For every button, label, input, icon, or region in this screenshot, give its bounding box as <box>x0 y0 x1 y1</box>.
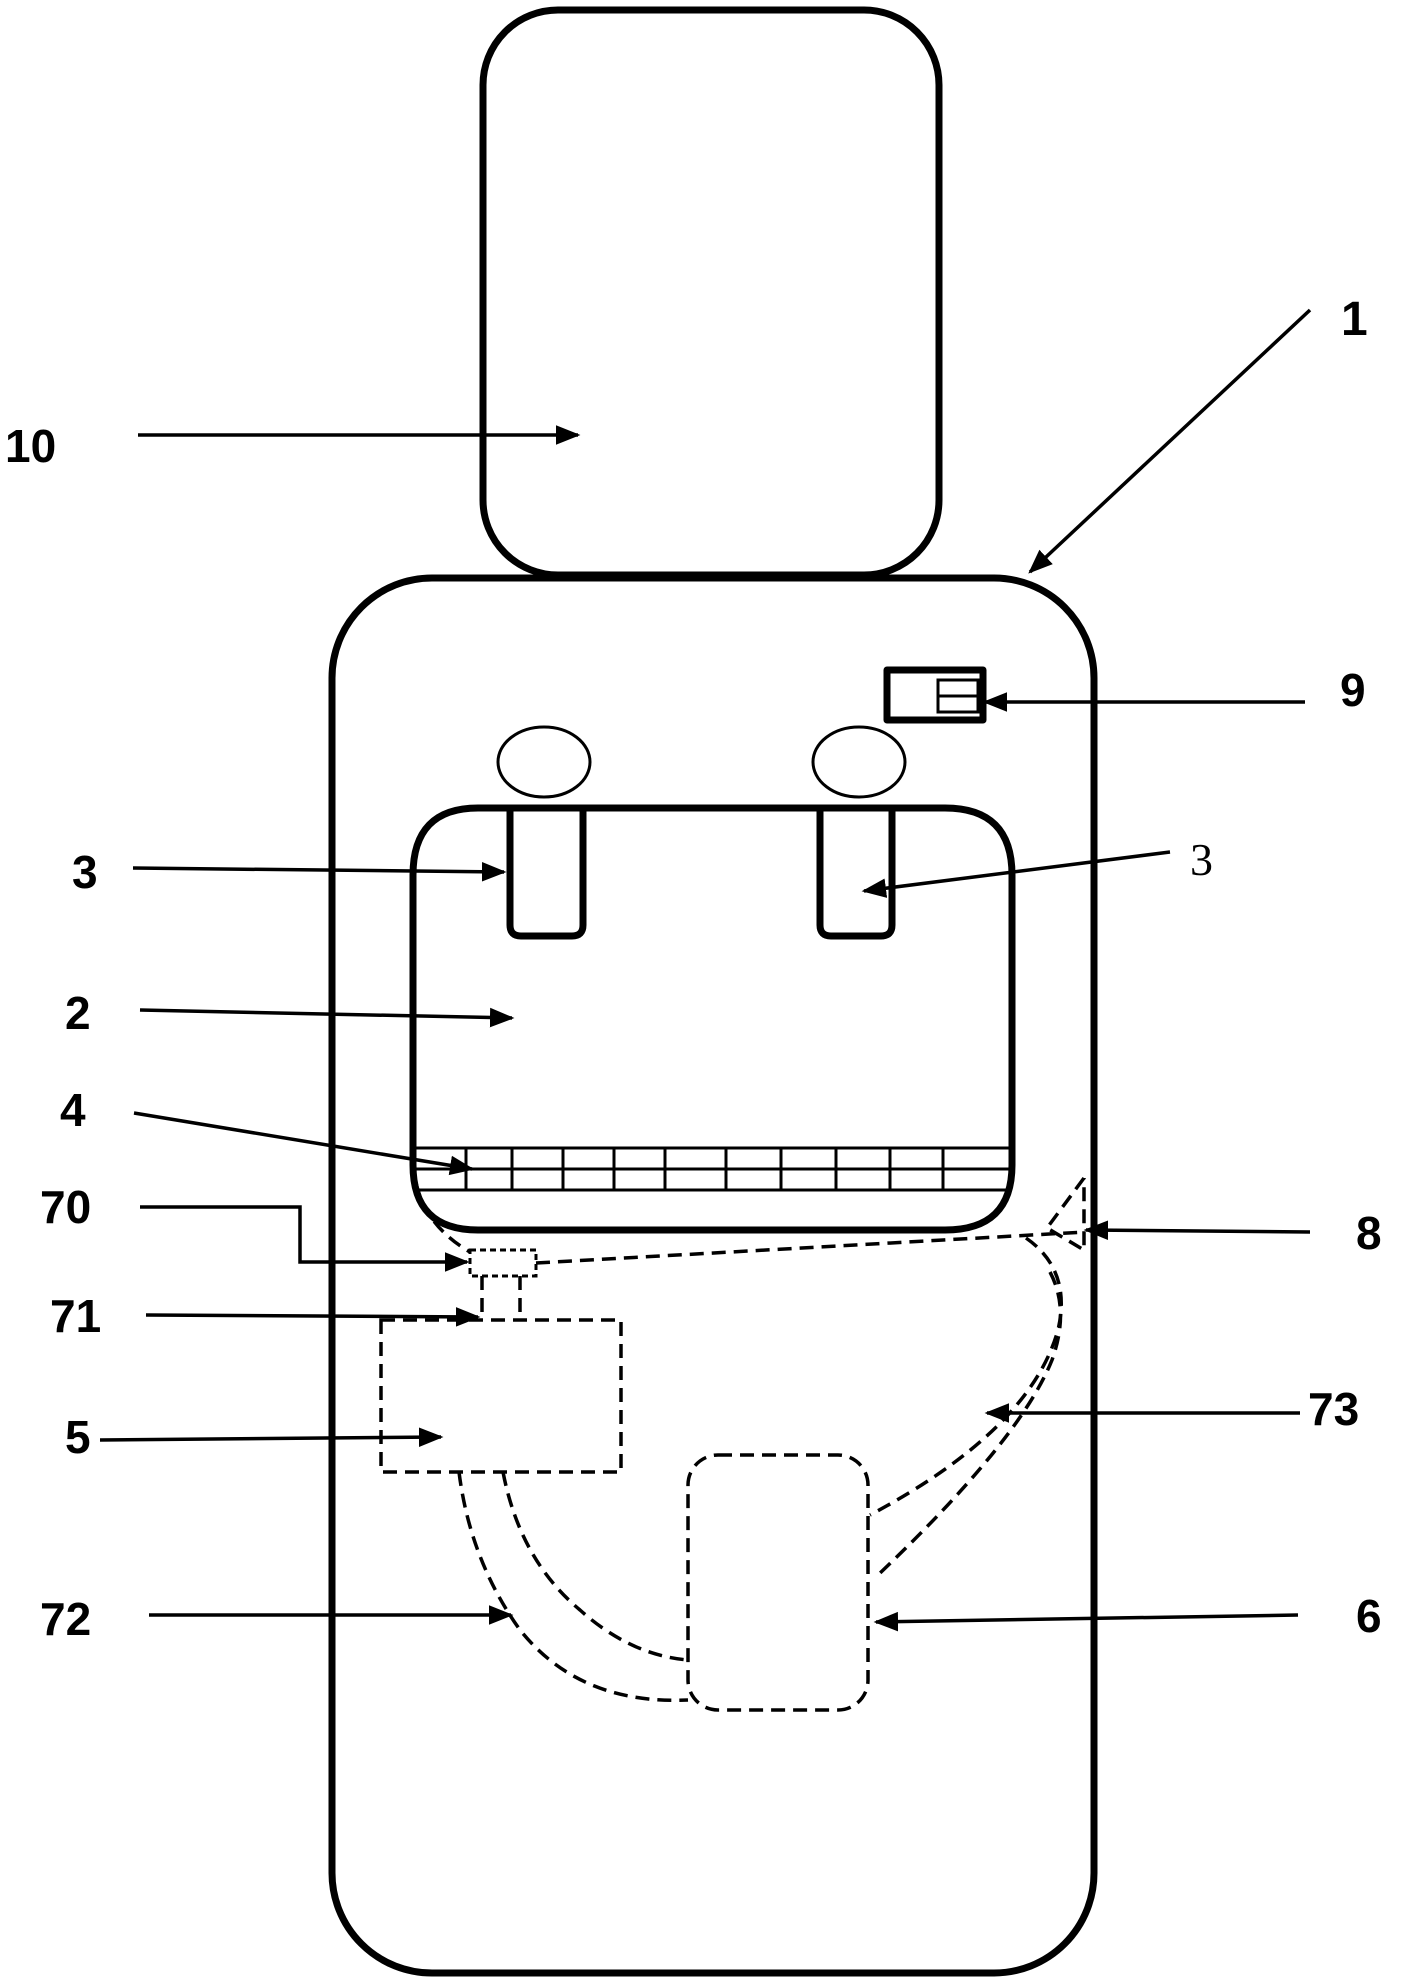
label-4: 4 <box>60 1084 86 1136</box>
label-6: 6 <box>1356 1590 1382 1642</box>
label-3-right: 3 <box>1190 834 1213 885</box>
label-73: 73 <box>1308 1383 1359 1435</box>
left-knob <box>496 725 592 799</box>
leader-arrows <box>99 308 1312 1632</box>
label-70: 70 <box>40 1181 91 1233</box>
label-8: 8 <box>1356 1207 1382 1259</box>
tank-box <box>686 1453 870 1712</box>
water-bottle <box>479 6 943 579</box>
dispenser-body <box>328 574 1098 1977</box>
label-2: 2 <box>65 987 91 1039</box>
reservoir-box <box>379 1318 623 1474</box>
dispensing-recess <box>409 804 1016 1234</box>
right-tap <box>816 810 896 940</box>
right-knob <box>811 725 907 799</box>
outlet-port <box>1044 1176 1086 1254</box>
label-1: 1 <box>1341 293 1368 346</box>
valve-box <box>468 1248 538 1278</box>
label-3-left: 3 <box>72 846 98 898</box>
label-71: 71 <box>50 1290 101 1342</box>
label-72: 72 <box>40 1593 91 1645</box>
left-tap <box>506 810 587 940</box>
control-panel <box>883 666 987 724</box>
label-10: 10 <box>5 420 56 472</box>
label-9: 9 <box>1340 664 1366 716</box>
hidden-pipework <box>379 1159 1086 1712</box>
drip-tray-grate <box>416 1146 1010 1192</box>
label-5: 5 <box>65 1411 91 1463</box>
